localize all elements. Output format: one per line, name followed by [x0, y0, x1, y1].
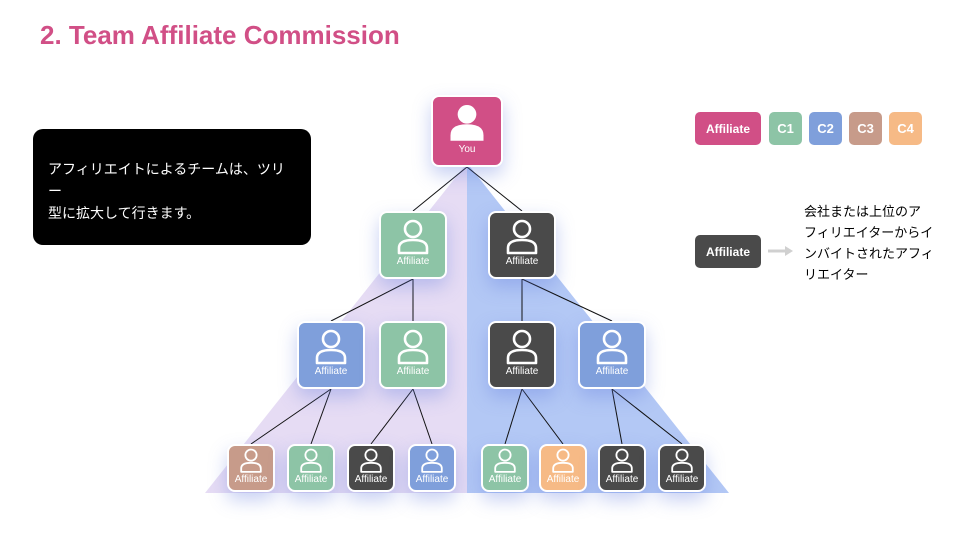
tree-connector-line — [330, 278, 414, 322]
person-icon — [300, 448, 322, 473]
person-icon — [506, 219, 538, 255]
affiliate-node: Affiliate — [347, 444, 395, 492]
node-label: Affiliate — [595, 366, 629, 377]
legend-note-line: フィリエイターからイ — [804, 226, 934, 241]
person-icon — [611, 448, 633, 473]
affiliate-node: Affiliate — [297, 321, 365, 389]
legend-note-line: ンバイトされたアフィ — [804, 247, 934, 262]
node-label: Affiliate — [234, 474, 268, 485]
tree-connector-line — [412, 388, 433, 445]
tree-connector-line — [611, 388, 683, 445]
description-callout: アフィリエイトによるチームは、ツリー 型に拡大して行きます。 — [33, 129, 311, 245]
page-title: 2. Team Affiliate Commission — [40, 20, 400, 50]
node-label: Affiliate — [665, 474, 699, 485]
tree-connector-line — [370, 388, 414, 445]
node-label: Affiliate — [314, 366, 348, 377]
arrow-right-icon — [768, 246, 793, 256]
affiliate-node: Affiliate — [379, 211, 447, 279]
person-icon — [421, 448, 443, 473]
tree-connector-line — [412, 166, 468, 212]
affiliate-node: Affiliate — [227, 444, 275, 492]
node-label: Affiliate — [605, 474, 639, 485]
affiliate-node: Affiliate — [379, 321, 447, 389]
person-icon — [506, 329, 538, 365]
legend-note-line: リエイター — [804, 268, 869, 283]
node-label: Affiliate — [546, 474, 580, 485]
affiliate-node: Affiliate — [539, 444, 587, 492]
node-label: Affiliate — [396, 366, 430, 377]
affiliate-node: Affiliate — [408, 444, 456, 492]
affiliate-node: Affiliate — [287, 444, 335, 492]
legend-chip-c4: C4 — [889, 112, 922, 145]
tree-connector-line — [466, 166, 523, 212]
node-label: Affiliate — [396, 256, 430, 267]
person-icon — [397, 219, 429, 255]
legend-dark-affiliate-chip: Affiliate — [695, 235, 761, 268]
person-icon — [596, 329, 628, 365]
affiliate-node: Affiliate — [481, 444, 529, 492]
person-icon — [397, 329, 429, 365]
affiliate-node: Affiliate — [488, 211, 556, 279]
legend-chip-affiliate: Affiliate — [695, 112, 761, 145]
tree-connector-line — [611, 388, 623, 445]
node-label: Affiliate — [415, 474, 449, 485]
node-label: Affiliate — [488, 474, 522, 485]
legend-chip-c2: C2 — [809, 112, 842, 145]
affiliate-node: Affiliate — [488, 321, 556, 389]
person-icon — [360, 448, 382, 473]
legend-chip-c3: C3 — [849, 112, 882, 145]
root-node-you: You — [431, 95, 503, 167]
legend-chip-c1: C1 — [769, 112, 802, 145]
callout-line-1: アフィリエイトによるチームは、ツリー — [48, 162, 285, 200]
tree-connector-line — [504, 388, 523, 445]
person-icon — [315, 329, 347, 365]
callout-line-2: 型に拡大して行きます。 — [48, 206, 201, 222]
tree-connector-line — [521, 388, 564, 445]
affiliate-node: Affiliate — [578, 321, 646, 389]
node-label: Affiliate — [505, 256, 539, 267]
node-label: Affiliate — [505, 366, 539, 377]
node-label: Affiliate — [294, 474, 328, 485]
person-icon — [671, 448, 693, 473]
person-icon — [494, 448, 516, 473]
affiliate-node: Affiliate — [598, 444, 646, 492]
node-label: Affiliate — [354, 474, 388, 485]
tree-connector-line — [250, 388, 332, 445]
tree-connector-line — [521, 278, 613, 322]
person-icon — [240, 448, 262, 473]
tree-connector-line — [310, 388, 332, 445]
legend-note: 会社または上位のア フィリエイターからイ ンバイトされたアフィ リエイター — [804, 202, 944, 286]
node-label: You — [458, 144, 476, 155]
tree-connectors — [250, 166, 683, 445]
person-icon — [450, 104, 484, 141]
person-icon — [552, 448, 574, 473]
affiliate-node: Affiliate — [658, 444, 706, 492]
legend-note-line: 会社または上位のア — [804, 205, 922, 220]
